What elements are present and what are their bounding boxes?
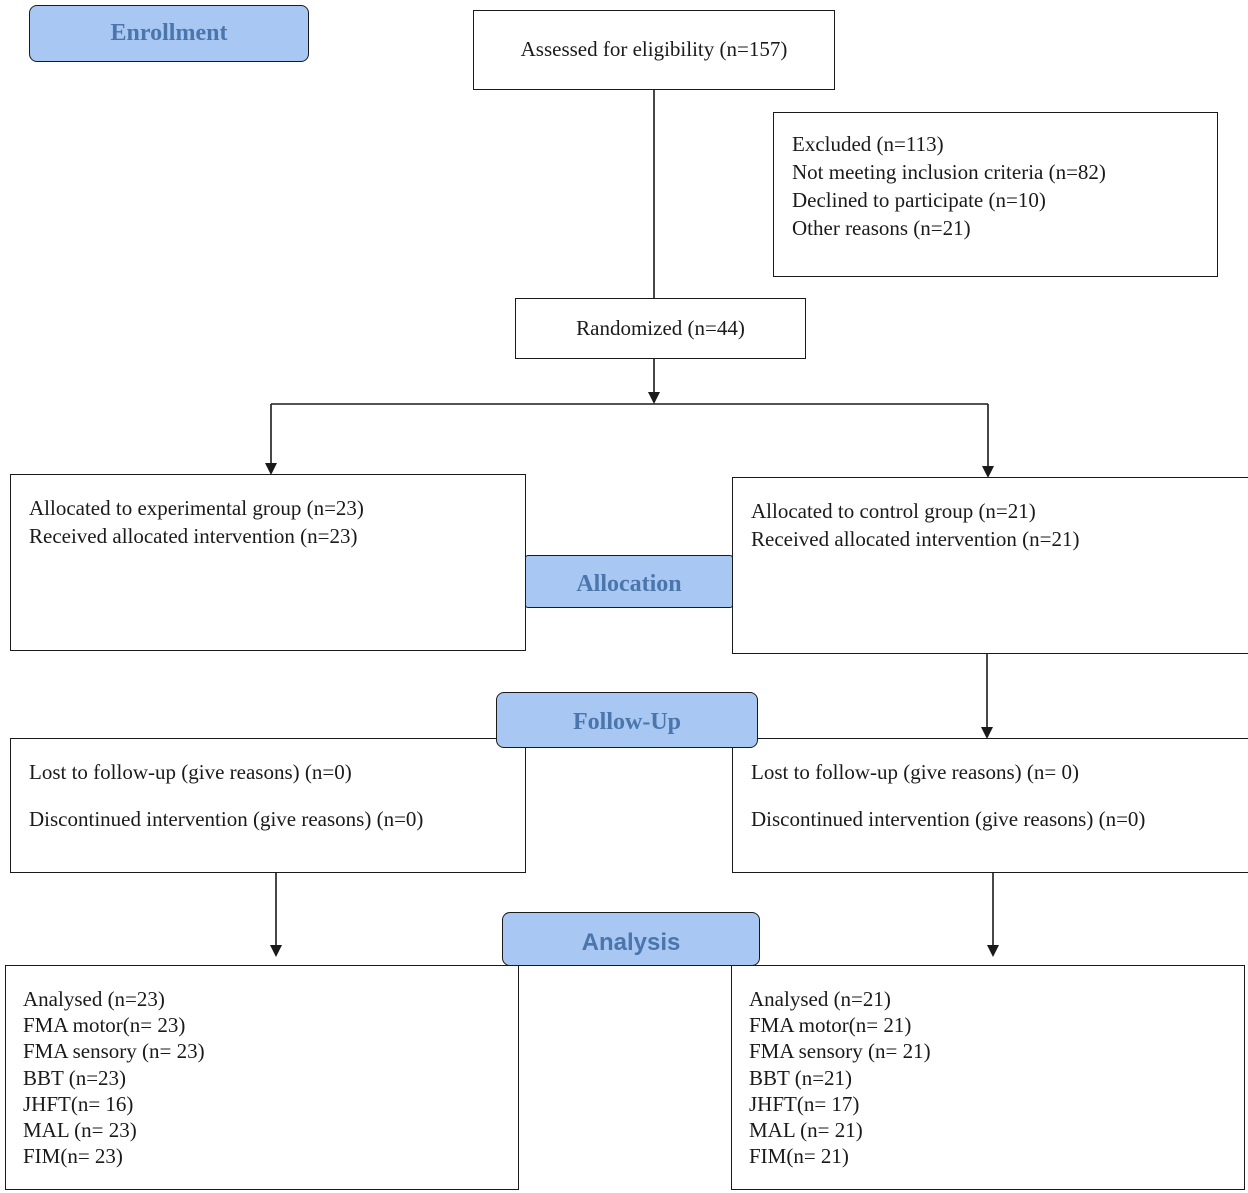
excluded-line: Not meeting inclusion criteria (n=82) bbox=[792, 160, 1106, 184]
experimental-analysis-line: FMA motor(n= 23) bbox=[23, 1013, 186, 1038]
experimental-followup-box: Lost to follow-up (give reasons) (n=0) D… bbox=[10, 738, 526, 873]
experimental-allocation-line: Received allocated intervention (n=23) bbox=[29, 524, 358, 548]
stage-label-analysis-text: Analysis bbox=[581, 929, 681, 956]
excluded-box: Excluded (n=113) Not meeting inclusion c… bbox=[773, 112, 1218, 277]
stage-label-follow-up: Follow-Up bbox=[496, 692, 758, 748]
randomized-box: Randomized (n=44) bbox=[515, 298, 806, 359]
experimental-followup-line: Lost to follow-up (give reasons) (n=0) bbox=[29, 760, 352, 784]
experimental-allocation-box: Allocated to experimental group (n=23) R… bbox=[10, 474, 526, 651]
experimental-analysis-line: Analysed (n=23) bbox=[23, 987, 165, 1011]
experimental-followup-line: Discontinued intervention (give reasons)… bbox=[29, 807, 424, 831]
experimental-analysis-line: FMA sensory (n= 23) bbox=[23, 1039, 205, 1064]
control-analysis-line: Analysed (n=21) bbox=[749, 987, 891, 1011]
control-followup-box: Lost to follow-up (give reasons) (n= 0) … bbox=[732, 738, 1248, 873]
stage-label-allocation: Allocation bbox=[525, 555, 733, 608]
experimental-analysis-line: MAL (n= 23) bbox=[23, 1118, 137, 1143]
control-allocation-box: Allocated to control group (n=21) Receiv… bbox=[732, 477, 1248, 654]
assessed-text: Assessed for eligibility (n=157) bbox=[520, 37, 788, 61]
stage-label-enrollment: Enrollment bbox=[29, 5, 309, 62]
control-allocation-line: Received allocated intervention (n=21) bbox=[751, 527, 1080, 551]
control-analysis-line: MAL (n= 21) bbox=[749, 1118, 863, 1143]
assessed-box: Assessed for eligibility (n=157) bbox=[473, 10, 835, 90]
experimental-analysis-line: FIM(n= 23) bbox=[23, 1144, 123, 1169]
experimental-allocation-line: Allocated to experimental group (n=23) bbox=[29, 496, 364, 520]
stage-label-enrollment-text: Enrollment bbox=[110, 20, 228, 46]
control-analysis-line: FMA sensory (n= 21) bbox=[749, 1039, 931, 1064]
stage-label-analysis: Analysis bbox=[502, 912, 760, 966]
control-analysis-box: Analysed (n=21) FMA motor(n= 21) FMA sen… bbox=[731, 965, 1245, 1190]
control-followup-line: Discontinued intervention (give reasons)… bbox=[751, 807, 1146, 831]
experimental-analysis-line: JHFT(n= 16) bbox=[23, 1091, 134, 1116]
control-followup-line: Lost to follow-up (give reasons) (n= 0) bbox=[751, 760, 1079, 784]
excluded-line: Other reasons (n=21) bbox=[792, 216, 971, 240]
control-analysis-line: BBT (n=21) bbox=[749, 1065, 853, 1090]
experimental-analysis-line: BBT (n=23) bbox=[23, 1065, 127, 1090]
stage-label-follow-up-text: Follow-Up bbox=[573, 709, 681, 735]
excluded-line: Excluded (n=113) bbox=[792, 132, 944, 156]
stage-label-allocation-text: Allocation bbox=[576, 571, 682, 597]
experimental-analysis-box: Analysed (n=23) FMA motor(n= 23) FMA sen… bbox=[5, 965, 519, 1190]
excluded-line: Declined to participate (n=10) bbox=[792, 188, 1046, 212]
randomized-text: Randomized (n=44) bbox=[576, 316, 745, 340]
control-analysis-line: FMA motor(n= 21) bbox=[749, 1013, 912, 1038]
control-allocation-line: Allocated to control group (n=21) bbox=[751, 499, 1036, 523]
control-analysis-line: JHFT(n= 17) bbox=[749, 1091, 860, 1116]
control-analysis-line: FIM(n= 21) bbox=[749, 1144, 849, 1169]
